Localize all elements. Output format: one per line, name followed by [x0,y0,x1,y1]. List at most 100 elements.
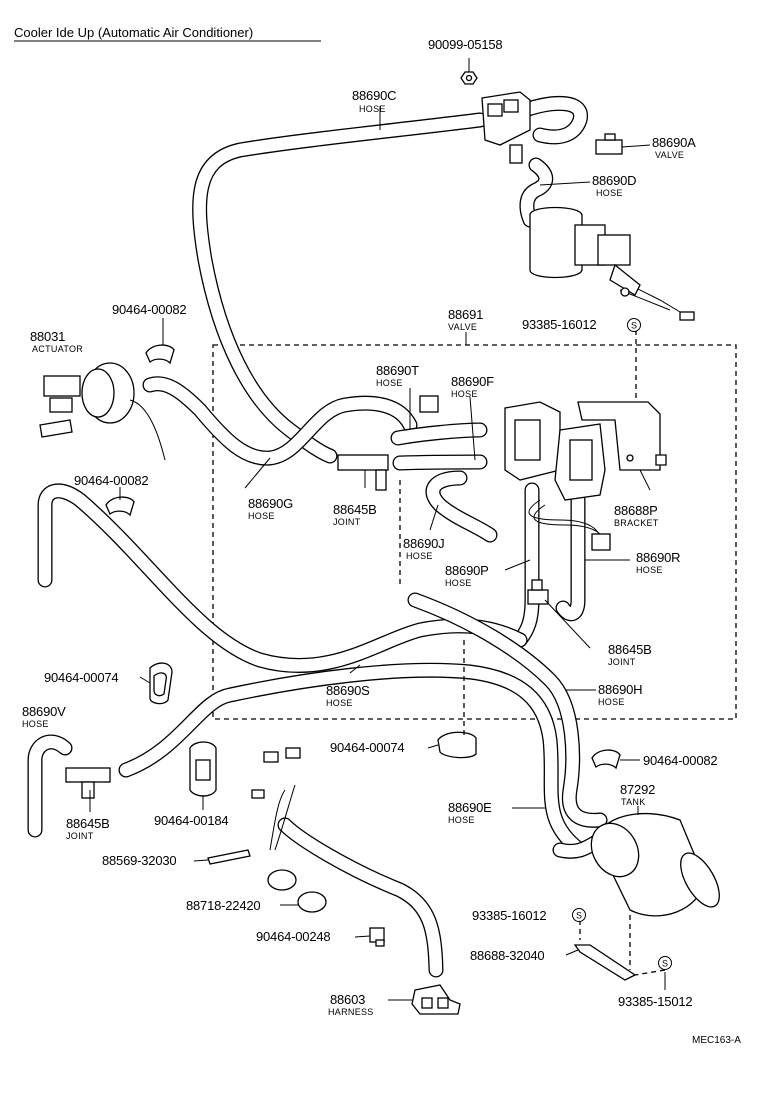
label-88718-22420: 88718-22420 [186,898,260,913]
s-mark-a: S [631,321,637,331]
leader-88645B-b [544,599,591,649]
s-mark-icon [658,956,672,970]
harness-88603 [411,984,461,1015]
label-88691-name: VALVE [448,322,477,332]
label-88690V-name: HOSE [22,719,49,729]
s-mark-icon [627,318,641,332]
label-90099-05158: 90099-05158 [428,37,502,52]
label-88690J-name: HOSE [406,551,433,561]
label-88645B-c-name: JOINT [66,831,94,841]
label-88603-num: 88603 [330,992,365,1007]
label-88690R-name: HOSE [636,565,663,575]
label-88690C-name: HOSE [359,104,386,114]
label-88645B-b-num: 88645B [608,642,652,657]
hose-88690F [392,454,488,471]
label-88690H-num: 88690H [598,682,642,697]
label-88690P-num: 88690P [445,563,489,578]
label-88690A-name: VALVE [655,150,684,160]
label-88690S-num: 88690S [326,683,370,698]
label-93385-16012-a: 93385-16012 [522,317,596,332]
leader-88690G [244,457,271,489]
clip-90464-00184 [189,741,217,797]
diagram-title: Cooler Ide Up (Automatic Air Conditioner… [14,25,253,40]
tank-87292 [590,812,720,917]
label-88645B-b-name: JOINT [608,657,636,667]
leader-88690S [349,664,361,674]
harness-connectors-upper [251,747,301,799]
label-88690G-num: 88690G [248,496,293,511]
wire-valve [528,499,601,541]
label-90464-00184: 90464-00184 [154,813,228,828]
label-88690F-name: HOSE [451,389,478,399]
solenoid-actuator [529,206,695,321]
joint-88645B-c [65,767,111,799]
hose-88690S [118,662,588,858]
harness-branch [269,784,296,851]
leader-90464-00074-a [139,676,151,684]
label-88691-num: 88691 [448,307,483,322]
hose-88690T [390,422,488,446]
label-88690C-num: 88690C [352,88,396,103]
label-88645B-a-name: JOINT [333,517,361,527]
label-88690S-name: HOSE [326,698,353,708]
valve-88691-assembly [419,395,606,501]
s-mark-c: S [662,959,668,969]
hose-long-left [37,483,528,673]
clip-90464-00074-a [149,662,173,705]
clip-90464-00248 [369,927,385,947]
clip-90464-00074-b [437,731,477,759]
label-88645B-c-num: 88645B [66,816,110,831]
s-mark-icon [572,908,586,922]
label-88645B-a-num: 88645B [333,502,377,517]
label-88690T-num: 88690T [376,363,419,378]
label-88690H-name: HOSE [598,697,625,707]
label-90464-00248: 90464-00248 [256,929,330,944]
label-88031-num: 88031 [30,329,65,344]
label-88688-32040: 88688-32040 [470,948,544,963]
label-87292-name: TANK [621,797,646,807]
label-88690F-num: 88690F [451,374,494,389]
label-88690E-num: 88690E [448,800,492,815]
clip-90464-00082-b [105,496,135,517]
label-88688P-num: 88688P [614,503,658,518]
clamp-88718-22420 [267,869,327,913]
hose-88690D [519,157,554,228]
label-88690E-name: HOSE [448,815,475,825]
label-90464-00082-a: 90464-00082 [112,302,186,317]
hose-88690H [407,592,608,828]
label-88690P-name: HOSE [445,578,472,588]
harness-wire [277,817,444,978]
strap-88569-32030 [207,849,251,865]
label-88688P-name: BRACKET [614,518,659,528]
valve-88690A-body [481,91,531,164]
hose-88690G [142,376,418,466]
label-88569-32030: 88569-32030 [102,853,176,868]
leader-88569 [193,859,209,862]
label-90464-00074-a: 90464-00074 [44,670,118,685]
connector-88690R [591,533,611,551]
bracket-88688-32040 [573,944,637,981]
label-90464-00082-c: 90464-00082 [643,753,717,768]
hose-88690P [512,482,540,648]
joint-88645B-a [337,454,389,491]
label-93385-15012: 93385-15012 [618,994,692,1009]
label-88603-name: HARNESS [328,1007,374,1017]
label-88690A-num: 88690A [652,135,696,150]
leader-88690A [621,144,651,148]
leader-88688-32040 [565,949,579,956]
joint-88645B-b [527,579,549,605]
s-mark-b: S [576,911,582,921]
leader-88690D [539,181,591,186]
label-88690J-num: 88690J [403,536,444,551]
leader-88688P [639,469,651,491]
leader-88690F [469,396,476,461]
hose-88690A-line [517,95,588,145]
label-87292-num: 87292 [620,782,655,797]
leader-90464-00248 [354,935,371,938]
label-88690D-num: 88690D [592,173,636,188]
label-88031-name: ACTUATOR [32,344,83,354]
diagram-code: MEC163-A [692,1035,741,1046]
hose-88690C [192,112,488,464]
leader-90464-00074-b [427,744,439,749]
